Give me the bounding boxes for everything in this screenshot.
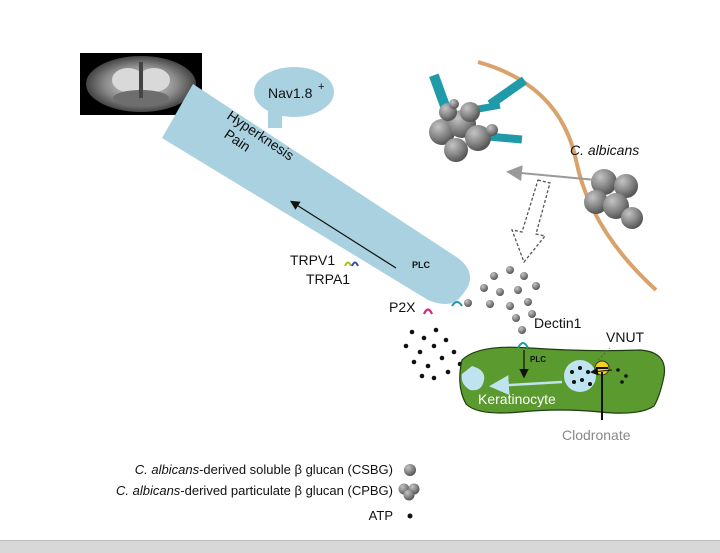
legend-csbg-text: -derived soluble β glucan (CSBG) [199,462,393,477]
keratinocyte: PLC Keratinocyte [459,346,666,420]
p2x-receptor-icon [422,308,434,315]
legend-atp-symbol-icon [407,513,413,519]
neuron-dectin-receptor-icon [451,299,472,307]
keratinocyte-body [459,346,666,414]
bottom-bar [0,540,720,553]
c-albicans-label: C. albicans [570,142,639,158]
trpv1-receptor-icon [344,261,352,267]
dectin1-label: Dectin1 [534,315,582,331]
neuron-axon [162,84,471,304]
dectin1-receptor-icon [517,342,529,349]
csbg-particles [480,266,540,334]
c-albicans-arrow [506,165,597,182]
trpa1-receptor-icon [351,261,359,267]
legend-cpbg-symbol-icon [398,483,420,501]
release-dashed-arrow-icon [510,179,551,264]
legend-csbg-symbol-icon [404,464,416,476]
atp-vesicle [564,360,596,392]
neuron-plc-label: PLC [412,260,431,270]
clodronate-label: Clodronate [562,427,631,443]
atp-dots [403,327,463,381]
neuron: Nav1.8 + Hyperknesis Pain PLC [162,67,471,304]
nav18-label: Nav1.8 [268,85,313,101]
neuron-soma [254,67,334,117]
trpa1-label: TRPA1 [306,271,350,287]
vnut-label: VNUT [606,329,645,345]
exocytosis-arrow [489,375,563,396]
trpv1-label: TRPV1 [290,252,335,268]
axon-signal-arrow [289,200,397,269]
legend-cpbg-text: -derived particulate β glucan (CPBG) [180,483,393,498]
keratinocyte-plc-label: PLC [530,355,546,364]
keratinocyte-label: Keratinocyte [478,391,556,407]
legend-csbg-italic: C. albicans [134,462,200,477]
nav18-superscript: + [318,81,324,93]
legend-atp-text: ATP [368,508,393,523]
p2x-label: P2X [389,299,416,315]
cpbg-cluster-icon [429,73,528,162]
brain-mri-image [80,53,202,115]
legend-cpbg-italic: C. albicans [116,483,181,498]
c-albicans-cluster-icon [584,169,643,229]
